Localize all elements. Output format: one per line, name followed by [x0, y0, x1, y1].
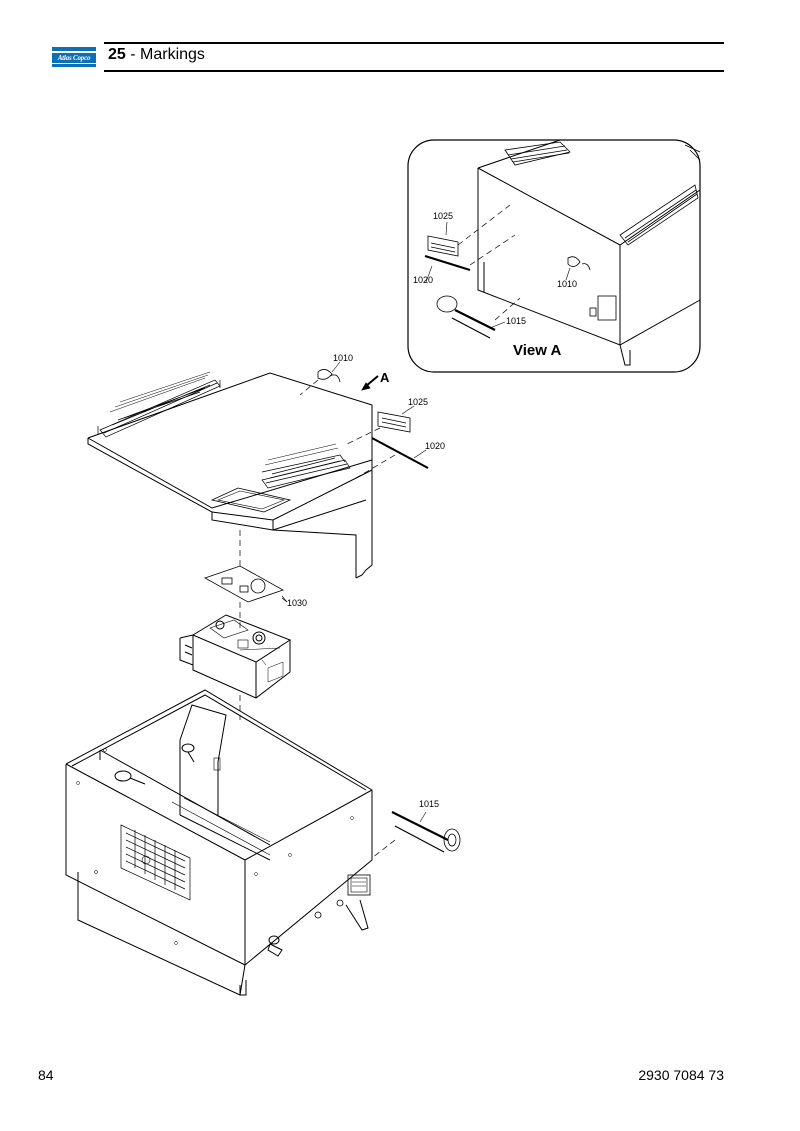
- callout-detail-1010: 1010: [557, 279, 577, 289]
- page-number: 84: [38, 1067, 54, 1083]
- page-title: 25 - Markings: [108, 46, 205, 64]
- callout-detail-1025: 1025: [433, 211, 453, 221]
- section-separator: -: [125, 46, 141, 63]
- view-a-detail: [407, 139, 701, 373]
- roof-decals: [317, 369, 429, 469]
- document-number: 2930 7084 73: [638, 1067, 724, 1083]
- callout-detail-1015: 1015: [506, 316, 526, 326]
- controller-box: [179, 614, 292, 699]
- atlas-copco-logo: Atlas Copco: [52, 47, 96, 67]
- panel-decal-1030: [204, 565, 288, 603]
- header-rule-bottom: [104, 70, 724, 72]
- callout-main-1020: 1020: [425, 441, 445, 451]
- section-number: 25: [108, 46, 126, 63]
- base-frame: [65, 689, 373, 996]
- side-decal-1015: [391, 811, 461, 853]
- logo-text: Atlas Copco: [52, 53, 96, 63]
- view-arrow-label: A: [380, 370, 390, 385]
- section-title: Markings: [140, 46, 205, 63]
- callout-detail-1020: 1020: [413, 275, 433, 285]
- roof-panel: [87, 371, 373, 579]
- callout-main-1025: 1025: [408, 397, 428, 407]
- callout-main-1015: 1015: [419, 799, 439, 809]
- callout-main-1030: 1030: [287, 598, 307, 608]
- header-rule-top: [104, 42, 724, 44]
- view-a-label: View A: [513, 342, 562, 359]
- callout-main-1010: 1010: [333, 353, 353, 363]
